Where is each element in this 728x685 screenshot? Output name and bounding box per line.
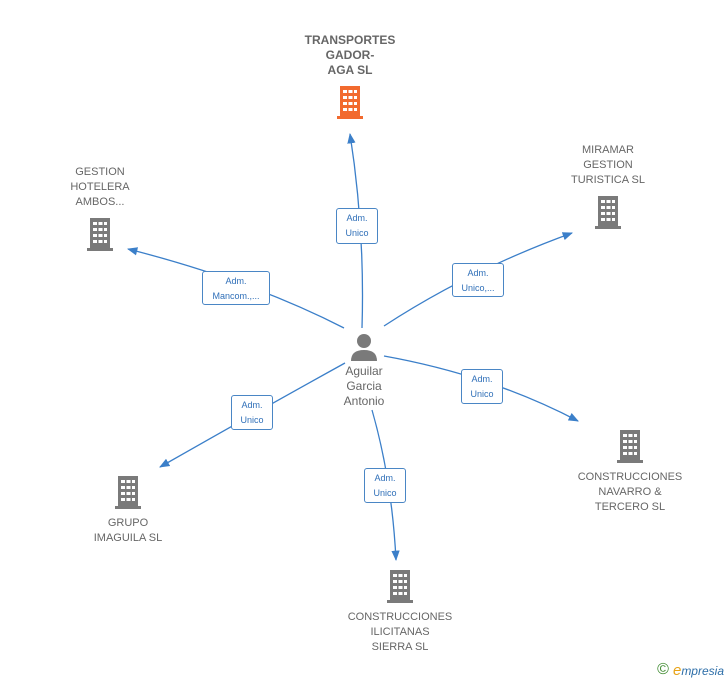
- edge-label-imaguila[interactable]: Adm. Unico: [231, 395, 273, 430]
- company-transportes[interactable]: TRANSPORTES GADOR- AGA SL: [290, 33, 410, 120]
- copyright-symbol: ©: [657, 661, 669, 678]
- company-name: MIRAMAR GESTION TURISTICA SL: [571, 144, 645, 186]
- edge-label-gestion[interactable]: Adm. Mancom.,...: [202, 271, 270, 305]
- center-person[interactable]: Aguilar Garcia Antonio: [333, 332, 395, 409]
- company-imaguila[interactable]: GRUPO IMAGUILA SL: [68, 474, 188, 546]
- edge-label-navarro[interactable]: Adm. Unico: [461, 369, 503, 404]
- company-name: GRUPO IMAGUILA SL: [93, 517, 163, 544]
- edge-label-ilicitanas[interactable]: Adm. Unico: [364, 468, 406, 503]
- building-icon: [387, 570, 413, 603]
- brand-initial: e: [672, 661, 682, 679]
- company-miramar[interactable]: MIRAMAR GESTION TURISTICA SL: [548, 143, 668, 230]
- company-ilicitanas[interactable]: CONSTRUCCIONES ILICITANAS SIERRA SL: [340, 568, 460, 655]
- company-name: CONSTRUCCIONES ILICITANAS SIERRA SL: [347, 611, 453, 653]
- company-name: TRANSPORTES GADOR- AGA SL: [304, 33, 396, 77]
- brand-text: mpresia: [681, 663, 724, 678]
- edge-label-transportes[interactable]: Adm. Unico: [336, 208, 378, 244]
- building-icon: [115, 476, 141, 509]
- person-name: Aguilar Garcia Antonio: [343, 364, 385, 408]
- company-name: GESTION HOTELERA AMBOS...: [70, 166, 130, 208]
- building-icon: [337, 86, 363, 119]
- company-navarro[interactable]: CONSTRUCCIONES NAVARRO & TERCERO SL: [570, 428, 690, 515]
- person-icon: [351, 334, 377, 361]
- company-name: CONSTRUCCIONES NAVARRO & TERCERO SL: [577, 471, 683, 513]
- building-icon: [595, 196, 621, 229]
- building-icon: [617, 430, 643, 463]
- building-icon: [87, 218, 113, 251]
- brand-footer: © empresia: [657, 661, 724, 679]
- edge-label-miramar[interactable]: Adm. Unico,...: [452, 263, 504, 297]
- brand-name: empresia: [673, 662, 724, 679]
- company-gestion[interactable]: GESTION HOTELERA AMBOS...: [40, 165, 160, 252]
